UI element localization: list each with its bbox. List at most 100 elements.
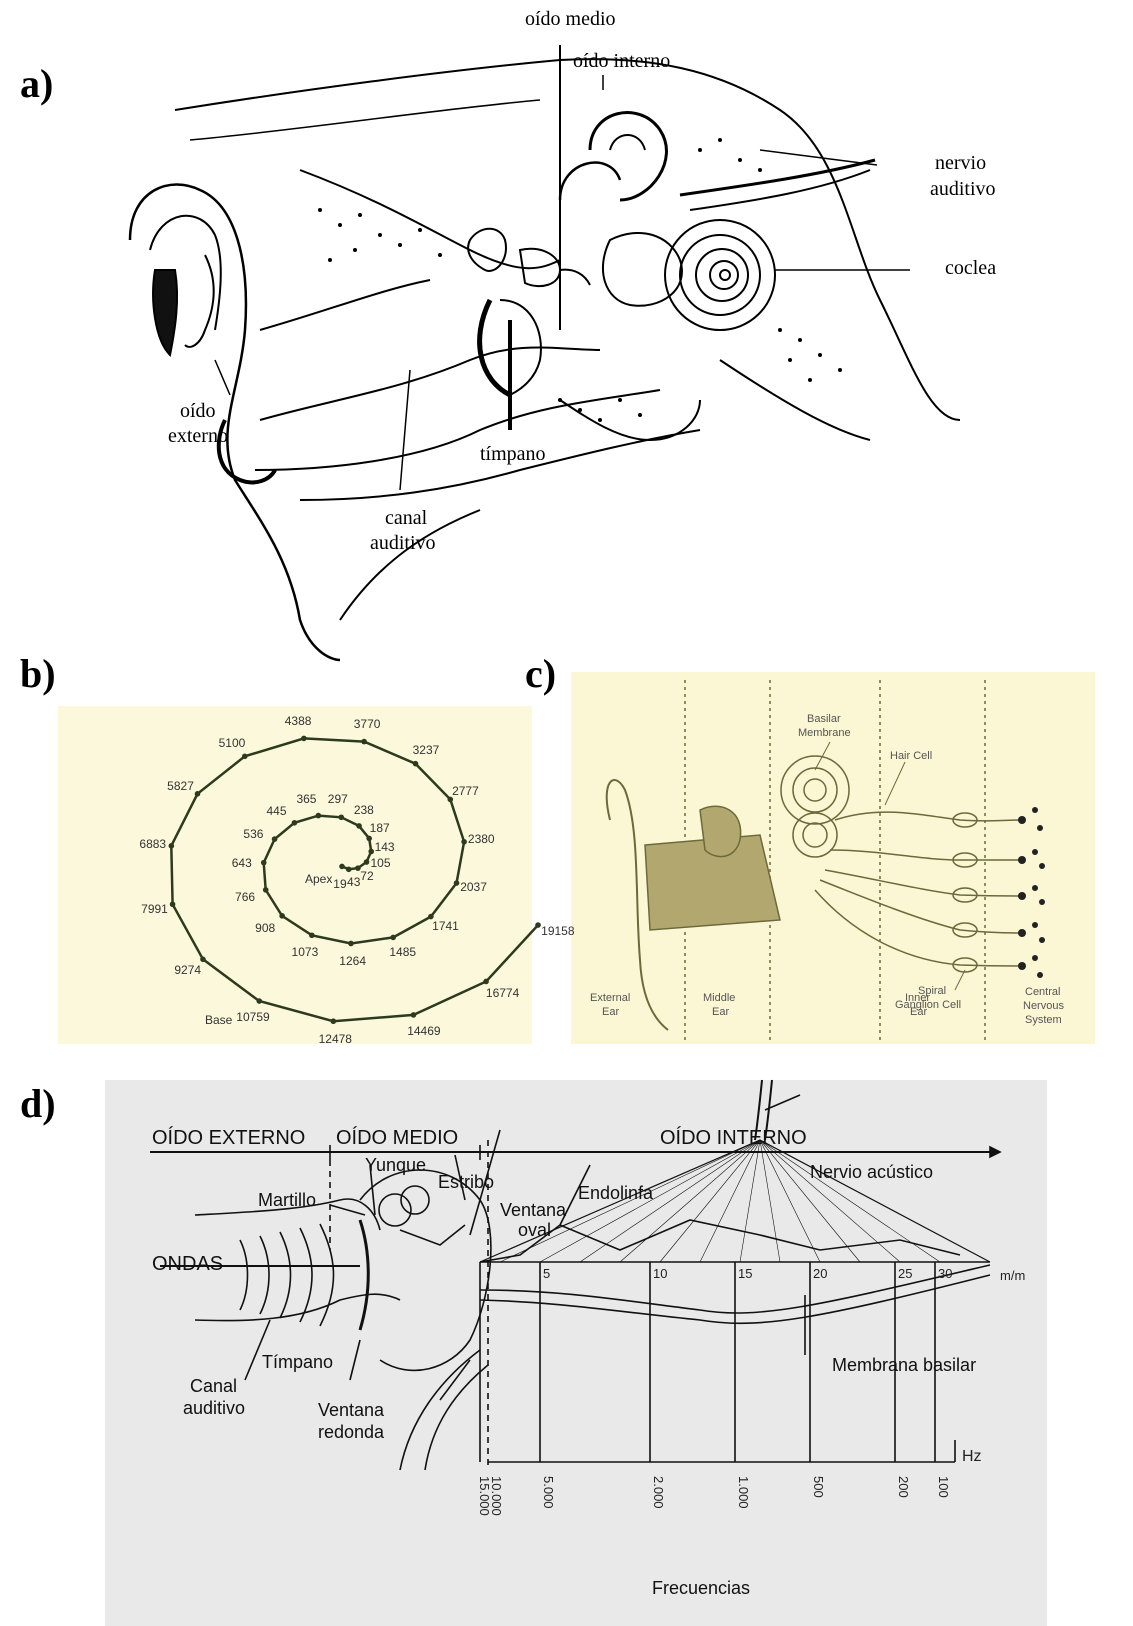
spiral-frequency-label: 6883: [139, 837, 166, 851]
spiral-point: [309, 932, 315, 938]
frequency-tick-label: 5.000: [541, 1476, 556, 1509]
spiral-frequency-label: 187: [370, 821, 390, 835]
frequency-tick-label: 100: [936, 1476, 951, 1498]
label-d-oido-externo: OÍDO EXTERNO: [152, 1127, 305, 1150]
spiral-frequency-label: 5827: [167, 779, 194, 793]
label-d-hz-unit: Hz: [962, 1448, 982, 1466]
spiral-point: [366, 836, 372, 842]
spiral-point: [483, 979, 489, 985]
frequency-tick-label: 10.000: [489, 1476, 504, 1516]
label-nervio-1: nervio: [935, 152, 986, 174]
label-inner-1: Inner: [905, 992, 930, 1005]
spiral-point: [292, 820, 298, 826]
label-cns-2: Nervous: [1023, 1000, 1064, 1013]
spiral-frequency-label: 5100: [219, 736, 246, 750]
label-canal-2: auditivo: [370, 532, 436, 554]
spiral-frequency-label: 9274: [174, 963, 201, 977]
panel-d-label: d): [20, 1080, 56, 1127]
spiral-frequency-label: 1485: [389, 945, 416, 959]
label-d-ventana-oval-1: Ventana: [500, 1200, 566, 1221]
spiral-frequency-label: 19158: [541, 924, 574, 938]
frequency-tick-label: 2.000: [651, 1476, 666, 1509]
label-middle-1: Middle: [703, 992, 735, 1005]
label-d-estribo: Estribo: [438, 1172, 494, 1193]
spiral-point: [364, 859, 370, 865]
spiral-frequency-label: 297: [328, 792, 348, 806]
spiral-frequency-label: 365: [296, 792, 316, 806]
spiral-frequency-label: 536: [243, 827, 263, 841]
frequency-tick-label: 1.000: [736, 1476, 751, 1509]
panel-b-label: b): [20, 650, 56, 697]
spiral-frequency-label: 43: [347, 875, 360, 889]
spiral-frequency-label: 10759: [236, 1010, 269, 1024]
label-d-canal-1: Canal: [190, 1376, 237, 1397]
spiral-frequency-label: 12478: [319, 1032, 352, 1046]
spiral-frequency-label: 143: [375, 840, 395, 854]
frequency-tick-label: 500: [811, 1476, 826, 1498]
mm-tick-label: 30: [938, 1266, 952, 1281]
spiral-frequency-label: 14469: [407, 1024, 440, 1038]
spiral-point: [301, 736, 307, 742]
label-external-2: Ear: [602, 1006, 619, 1019]
label-d-membrana-basilar: Membrana basilar: [832, 1355, 976, 1376]
label-d-martillo: Martillo: [258, 1190, 316, 1211]
spiral-frequency-label: 3237: [413, 743, 440, 757]
label-coclea: coclea: [945, 257, 996, 279]
frequency-tick-label: 200: [896, 1476, 911, 1498]
label-basilar-2: Membrane: [798, 727, 851, 740]
mm-tick-label: 20: [813, 1266, 827, 1281]
spiral-frequency-label: 1264: [339, 954, 366, 968]
spiral-point: [390, 935, 396, 941]
spiral-frequency-label: 72: [360, 869, 373, 883]
spiral-frequency-label: 643: [232, 856, 252, 870]
spiral-frequency-label: 2380: [468, 832, 495, 846]
label-d-canal-2: auditivo: [183, 1398, 245, 1419]
label-oido-interno: oído interno: [573, 50, 670, 72]
spiral-point: [242, 753, 248, 759]
label-d-yunque: Yunque: [365, 1155, 426, 1176]
label-d-nervio-acustico: Nervio acústico: [810, 1162, 933, 1183]
spiral-point: [256, 998, 262, 1004]
label-inner-2: Ear: [910, 1006, 927, 1019]
ear-anatomy-drawing: [130, 45, 960, 660]
label-basilar-1: Basilar: [807, 713, 841, 726]
spiral-point: [169, 843, 175, 849]
mm-tick-label: 5: [543, 1266, 550, 1281]
spiral-point: [346, 867, 352, 873]
spiral-point: [535, 922, 541, 928]
spiral-point: [368, 849, 374, 855]
panel-c-label: c): [525, 650, 556, 697]
spiral-point: [200, 957, 206, 963]
panel-a-label: a): [20, 60, 53, 107]
label-timpano: tímpano: [480, 443, 546, 465]
label-middle-2: Ear: [712, 1006, 729, 1019]
spiral-point: [411, 1012, 417, 1018]
spiral-point: [338, 814, 344, 820]
label-oido-externo-1: oído: [180, 400, 216, 422]
label-d-frecuencias: Frecuencias: [652, 1578, 750, 1599]
label-d-ventana-redonda-2: redonda: [318, 1422, 384, 1443]
spiral-frequency-label: 1073: [292, 945, 319, 959]
spiral-frequency-label: 238: [354, 803, 374, 817]
mm-tick-label: 15: [738, 1266, 752, 1281]
spiral-frequency-label: 2777: [452, 784, 479, 798]
label-d-ventana-oval-2: oval: [518, 1220, 551, 1241]
label-d-oido-medio: OÍDO MEDIO: [336, 1127, 458, 1150]
spiral-point: [361, 739, 367, 745]
spiral-frequency-label: 16774: [486, 986, 519, 1000]
spiral-point: [461, 839, 467, 845]
spiral-point: [413, 761, 419, 767]
spiral-point: [279, 913, 285, 919]
spiral-frequency-label: 908: [255, 921, 275, 935]
spiral-frequency-label: 3770: [354, 717, 381, 731]
spiral-apex-label: Apex: [305, 872, 332, 886]
spiral-point: [454, 880, 460, 886]
spiral-frequency-label: 1741: [432, 919, 459, 933]
spiral-point: [195, 791, 201, 797]
label-canal-1: canal: [385, 507, 427, 529]
label-hair-cell: Hair Cell: [890, 750, 932, 763]
label-d-ondas: ONDAS: [152, 1253, 223, 1276]
spiral-point: [331, 1018, 337, 1024]
label-cns-3: System: [1025, 1014, 1062, 1027]
